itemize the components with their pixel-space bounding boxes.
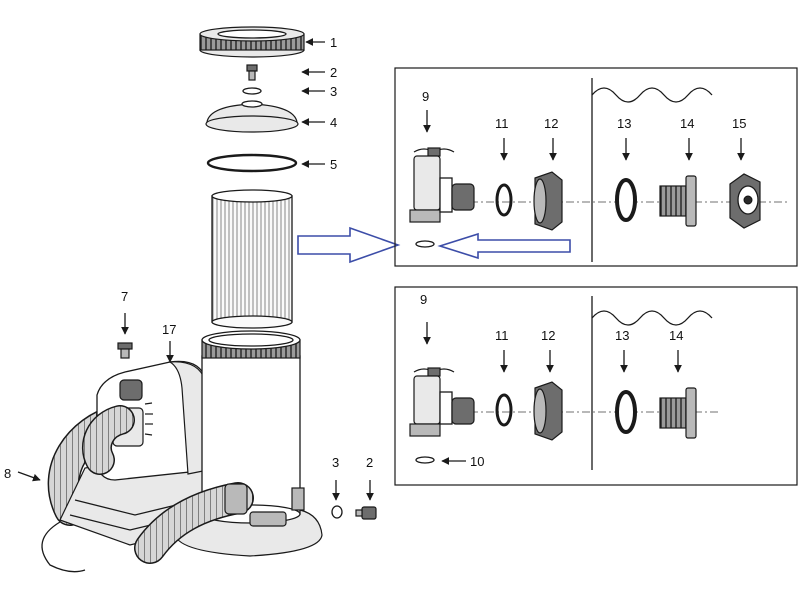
label-part-7: 7: [121, 289, 128, 304]
bottom-part-9-valve: [409, 367, 475, 464]
left-callouts: [17, 38, 374, 501]
label-part-8: 8: [4, 466, 11, 481]
top-part-12-nut: [533, 171, 563, 231]
callout-arrows: [297, 226, 571, 264]
part-2-plug-bottom: [355, 506, 377, 520]
label-part-3: 3: [330, 84, 337, 99]
label-part-1: 1: [330, 35, 337, 50]
top-part-15-strainer: [729, 173, 761, 229]
label-part-5: 5: [330, 157, 337, 172]
callout-arrow-right: [297, 226, 401, 264]
label-part-2-bottom: 2: [366, 455, 373, 470]
power-cord: [41, 521, 86, 573]
label-part-3-bottom: 3: [332, 455, 339, 470]
part-7-drain-plug: [117, 342, 133, 359]
bottom-label-13: 13: [615, 328, 629, 343]
top-label-14: 14: [680, 116, 694, 131]
filter-cartridge: [211, 189, 293, 329]
detail-panel-bottom: [394, 286, 798, 486]
bottom-label-14: 14: [669, 328, 683, 343]
bottom-part-12-nut: [533, 381, 563, 441]
top-label-9: 9: [422, 89, 429, 104]
bottom-label-11: 11: [495, 328, 509, 343]
top-label-11: 11: [495, 116, 509, 131]
bottom-part-11-ring: [495, 393, 513, 427]
label-part-4: 4: [330, 115, 337, 130]
part-5-large-o-ring: [206, 153, 298, 173]
top-label-15: 15: [732, 116, 746, 131]
bottom-label-10: 10: [470, 454, 484, 469]
label-part-17: 17: [162, 322, 176, 337]
top-part-13-gasket: [615, 178, 637, 222]
label-part-2: 2: [330, 65, 337, 80]
top-part-9-valve: [409, 147, 475, 248]
callout-arrow-left: [437, 232, 571, 260]
bottom-label-12: 12: [541, 328, 555, 343]
part-4-tank-cover: [205, 100, 299, 133]
part-3-o-ring-bottom: [331, 505, 343, 519]
part-3-small-o-ring: [242, 87, 262, 95]
bottom-label-9: 9: [420, 292, 427, 307]
top-part-11-ring: [495, 183, 513, 217]
top-label-12: 12: [544, 116, 558, 131]
bottom-part-13-gasket: [615, 390, 637, 434]
filter-pump-assembly: [41, 26, 377, 573]
part-1-lid-ring: [199, 26, 305, 58]
part-2-air-valve: [246, 64, 258, 81]
top-label-13: 13: [617, 116, 631, 131]
top-part-14-fitting: [659, 175, 697, 227]
bottom-part-14-fitting: [659, 387, 697, 439]
detail-panel-top: [394, 67, 798, 267]
